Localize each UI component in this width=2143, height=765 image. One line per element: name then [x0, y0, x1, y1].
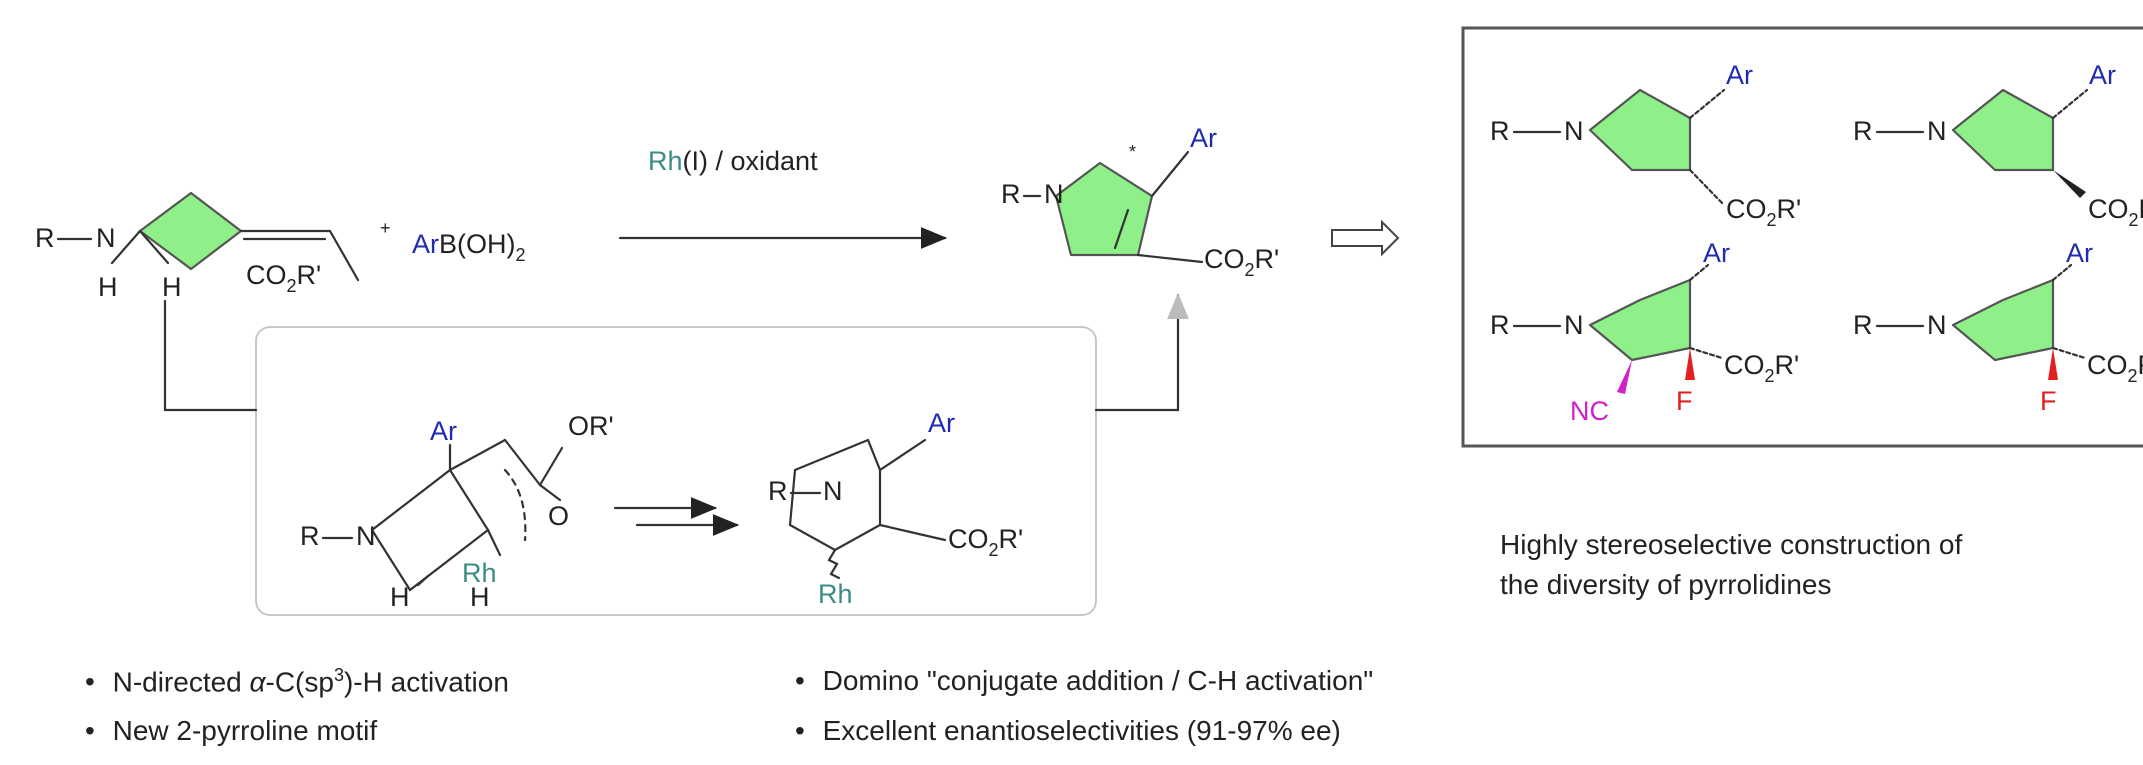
- pyrrolidine-product-4: R N Ar CO2R' F: [1853, 238, 2143, 416]
- starting-azetidine: R N CO2R' H H: [35, 191, 360, 302]
- azetidine-ring: [138, 191, 243, 271]
- group-co2r: CO2R': [246, 260, 321, 296]
- atom-label-h: H: [390, 582, 410, 612]
- aryl-label: Ar: [2089, 60, 2116, 90]
- summary-line-2: the diversity of pyrrolidines: [1500, 569, 1832, 600]
- atom-label-or: OR': [568, 411, 614, 441]
- pyrrolidine-ring: [1588, 88, 1692, 172]
- atom-label-h: H: [98, 272, 118, 302]
- summary-line-1: Highly stereoselective construction of: [1500, 529, 1963, 560]
- atom-label-r: R: [1853, 310, 1873, 340]
- atom-label-r: R: [1853, 116, 1873, 146]
- fluoro-label: F: [2040, 386, 2057, 416]
- pyrroline-product: R N * Ar CO2R': [1001, 123, 1279, 280]
- bullet-enantioselectivity: Excellent enantioselectivities (91-97% e…: [795, 715, 1341, 747]
- products-box: R N Ar CO2R' R N Ar CO2R' R: [1461, 26, 2143, 448]
- group-co2r: CO2R': [1726, 194, 1801, 230]
- plus-sign: +: [380, 218, 391, 238]
- group-co2r: CO2R': [2087, 350, 2143, 386]
- group-co2r: CO2R': [1204, 244, 1279, 280]
- pyrrolidine-product-2: R N Ar CO2R': [1853, 60, 2143, 230]
- group-co2r: CO2R': [948, 524, 1023, 560]
- bullet-domino: Domino "conjugate addition / C-H activat…: [795, 665, 1374, 697]
- aryl-label: Ar: [1703, 238, 1730, 268]
- atom-label-r: R: [300, 521, 320, 551]
- atom-label-n: N: [1044, 179, 1064, 209]
- summary-caption: Highly stereoselective construction of t…: [1500, 525, 1962, 605]
- bullet-activation: N-directed α-C(sp3)-H activation: [85, 665, 509, 698]
- arylboronic-acid: + ArB(OH)2: [380, 218, 526, 265]
- aryl-label: Ar: [928, 408, 955, 438]
- atom-label-r: R: [1490, 116, 1510, 146]
- pyrrolidine-product-3: R N Ar CO2R' NC F: [1490, 238, 1799, 426]
- atom-label-n: N: [1564, 116, 1584, 146]
- rhodium-label: Rh: [462, 558, 497, 588]
- bullet-pyrroline-motif: New 2-pyrroline motif: [85, 715, 378, 747]
- atom-label-n: N: [1927, 116, 1947, 146]
- atom-label-n: N: [1564, 310, 1584, 340]
- atom-label-h: H: [162, 272, 182, 302]
- aryl-label: Ar: [430, 416, 457, 446]
- atom-label-o: O: [548, 501, 569, 531]
- atom-label-r: R: [1001, 179, 1021, 209]
- aryl-label: Ar: [1726, 60, 1753, 90]
- mechanism-box: R N Ar OR' O Rh H H R N: [163, 292, 1189, 616]
- aryl-label: Ar: [1190, 123, 1217, 153]
- atom-label-r: R: [1490, 310, 1510, 340]
- cyano-label: NC: [1570, 396, 1609, 426]
- atom-label-n: N: [823, 476, 843, 506]
- stereocenter-star: *: [1129, 142, 1136, 162]
- atom-label-n: N: [96, 223, 116, 253]
- aryl-label: Ar: [2066, 238, 2093, 268]
- atom-label-r: R: [35, 223, 55, 253]
- pyrroline-ring: [1054, 161, 1154, 257]
- atom-label-n: N: [356, 521, 376, 551]
- group-co2r: CO2R': [1724, 350, 1799, 386]
- pyrrolidine-product-1: R N Ar CO2R': [1490, 60, 1801, 230]
- atom-label-r: R: [768, 476, 788, 506]
- fluoro-label: F: [1676, 386, 1693, 416]
- rhodium-pyrrolidine: R N Ar CO2R' Rh: [768, 408, 1023, 609]
- pyrrolidine-ring: [1951, 88, 2055, 172]
- rhodium-label: Rh: [818, 579, 853, 609]
- reaction-conditions: Rh(I) / oxidant: [648, 146, 818, 176]
- arylboronic-formula: ArB(OH)2: [412, 229, 526, 265]
- implication-arrow: [1331, 219, 1400, 257]
- atom-label-h: H: [470, 582, 490, 612]
- atom-label-n: N: [1927, 310, 1947, 340]
- pyrrolidine-ring: [1588, 278, 1692, 362]
- rhodium-intermediate: R N Ar OR' O Rh H H: [300, 411, 614, 612]
- pyrrolidine-ring: [1951, 278, 2055, 362]
- group-co2r: CO2R': [2088, 194, 2143, 230]
